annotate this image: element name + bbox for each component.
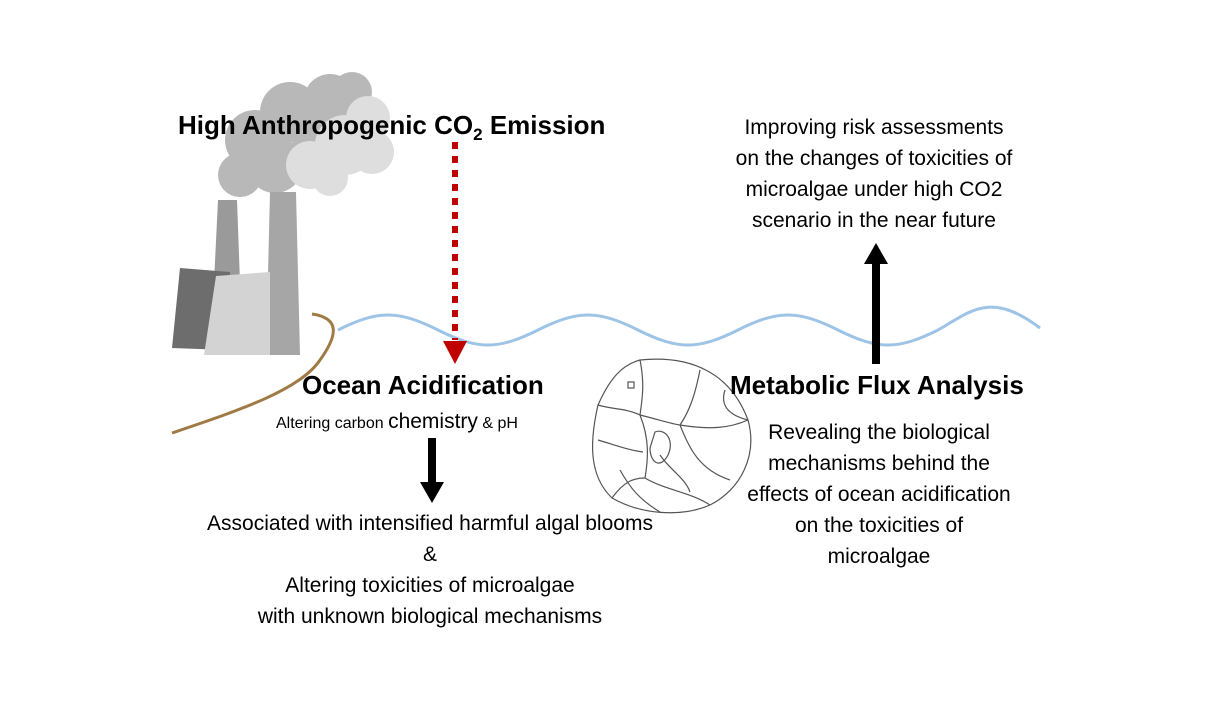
metabolic-flux-line4: on the toxicities of	[794, 514, 964, 537]
emission-title-prefix: High Anthropogenic CO	[178, 110, 474, 140]
risk-line3: microalgae under high CO2	[745, 178, 1003, 201]
consequences-line1: Associated with intensified harmful alga…	[207, 512, 653, 535]
ocean-acidification-subtitle-part2: chemistry	[388, 410, 478, 433]
wave-line	[337, 305, 1041, 347]
risk-text: Improving risk assessments on the change…	[714, 112, 1034, 236]
metabolic-flux-line5: microalgae	[827, 545, 931, 568]
risk-line4: scenario in the near future	[752, 209, 996, 232]
metabolic-flux-text: Revealing the biological mechanisms behi…	[724, 417, 1034, 572]
metabolic-flux-line1: Revealing the biological	[768, 421, 990, 444]
metabolic-flux-title: Metabolic Flux Analysis	[730, 370, 1024, 400]
metabolic-network-icon	[592, 358, 752, 514]
emission-title: High Anthropogenic CO2 Emission	[178, 110, 605, 145]
metabolic-flux-line2: mechanisms behind the	[768, 452, 990, 475]
risk-line1: Improving risk assessments	[744, 116, 1004, 139]
ocean-acidification-subtitle: Altering carbon chemistry & pH	[276, 410, 518, 434]
consequences-line3: Altering toxicities of microalgae	[285, 574, 575, 597]
factory-icon	[172, 192, 300, 355]
ocean-acidification-title: Ocean Acidification	[302, 370, 544, 400]
consequences-text: Associated with intensified harmful alga…	[140, 508, 720, 632]
arrow-down-consequences	[420, 438, 444, 503]
shore-line	[171, 312, 335, 435]
ocean-acidification-subtitle-part3: & pH	[477, 415, 518, 432]
metabolic-flux-line3: effects of ocean acidification	[747, 483, 1011, 506]
arrow-up-risk	[864, 243, 888, 364]
consequences-line4: with unknown biological mechanisms	[257, 605, 603, 628]
ocean-acidification-subtitle-part1: Altering carbon	[276, 415, 389, 432]
smoke-cloud-icon	[218, 72, 394, 197]
emission-title-subscript: 2	[473, 125, 483, 145]
consequences-line2: &	[422, 543, 437, 566]
dotted-arrow-down	[443, 142, 467, 364]
risk-line2: on the changes of toxicities of	[735, 147, 1013, 170]
emission-title-suffix: Emission	[482, 110, 606, 140]
